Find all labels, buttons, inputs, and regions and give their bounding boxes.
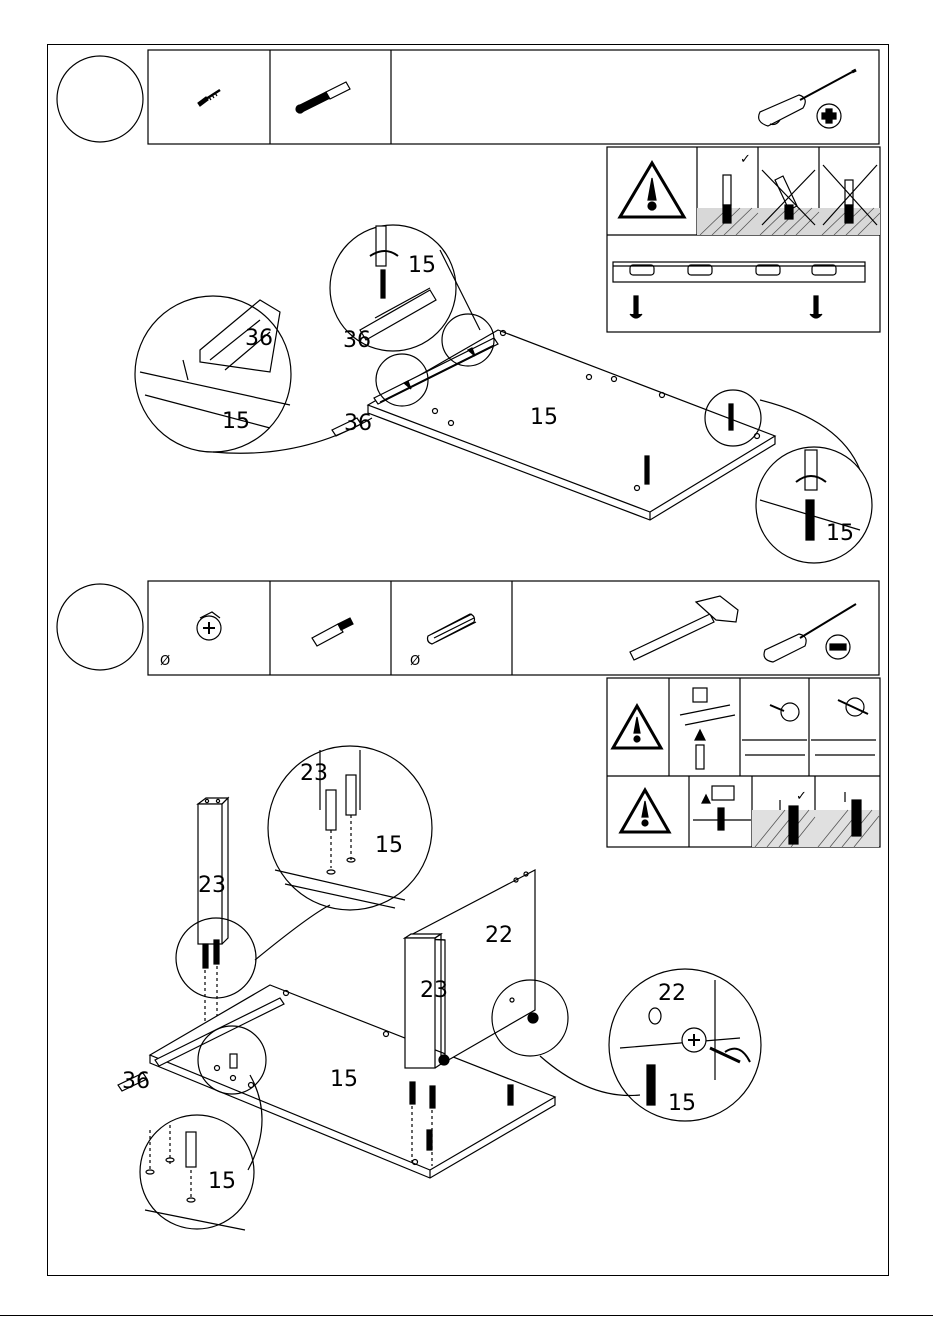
correct-check: ✓ <box>740 152 751 167</box>
phillips-screwdriver-icon <box>759 70 856 128</box>
warning-triangle-icon <box>613 706 661 748</box>
drawer-rail-screw-diagram <box>613 262 865 318</box>
zoom-base-holes: 15 <box>140 1075 262 1230</box>
rail-36-label: 36 <box>122 1069 150 1094</box>
zoom-cam-15-label: 15 <box>668 1091 696 1116</box>
zoom-post-23-label: 23 <box>300 761 328 786</box>
zoom-post-dowels: 23 15 <box>255 746 432 960</box>
rail-36-label: 36 <box>344 411 372 436</box>
warning-triangle-icon <box>621 790 669 832</box>
zoom-top-36-label: 36 <box>343 328 371 353</box>
correct-depth-check: ✓ <box>796 789 807 804</box>
step-2-warning-box: ✓ <box>607 678 880 847</box>
step-1-warning-box: ✓ <box>607 147 880 332</box>
wrong-insertion-icon <box>762 170 815 225</box>
zoom-panel-15-label: 15 <box>222 409 250 434</box>
panel-15-drawing: 15 36 <box>332 330 775 520</box>
cam-bolt-icon <box>312 618 353 646</box>
wrong-depth-icon <box>823 165 877 225</box>
zoom-top-15-label: 15 <box>408 253 436 278</box>
panel-15-label: 15 <box>530 405 558 430</box>
dowel-insert-diagram <box>680 688 735 769</box>
step-1-parts-strip <box>148 50 879 144</box>
post-23-right-label: 23 <box>420 978 448 1003</box>
cam-insert-diagram <box>742 703 807 755</box>
base-15-label: 15 <box>330 1067 358 1092</box>
cam-lock-diameter: Ø <box>160 654 170 669</box>
dowel-diameter: Ø <box>410 654 420 669</box>
zoom-panel-22-label: 22 <box>658 981 686 1006</box>
zoom-rail-36-label: 36 <box>245 326 273 351</box>
zoom-rail-screw-top: 15 36 <box>330 225 480 353</box>
zoom-base-15-label: 15 <box>375 833 403 858</box>
hammer-icon <box>630 596 738 660</box>
wood-screw-icon <box>198 90 220 106</box>
correct-dowel-depth <box>789 806 798 844</box>
cam-bolt-icon <box>296 82 350 113</box>
flat-screwdriver-icon <box>764 604 856 662</box>
zoom-cam-bolt-right: 15 <box>756 400 872 563</box>
panel-22-label: 22 <box>485 923 513 948</box>
step-2-number-circle <box>57 584 143 670</box>
zoom-base-bottom-15-label: 15 <box>208 1169 236 1194</box>
warning-triangle-icon <box>620 163 684 217</box>
step-2: Ø Ø <box>57 581 880 1230</box>
step-1-number-circle <box>57 56 143 142</box>
step-1: ✓ <box>57 50 880 563</box>
post-23-label: 23 <box>198 873 226 898</box>
zoom-cam-lock: 22 15 <box>540 969 761 1121</box>
wooden-dowel-icon <box>428 614 477 644</box>
hammer-dowel-diagram <box>693 786 751 830</box>
cam-lock-icon <box>197 612 221 640</box>
cam-turn-diagram <box>811 698 876 755</box>
zoom-right-15-label: 15 <box>826 521 854 546</box>
wrong-dowel-depth <box>852 800 861 836</box>
